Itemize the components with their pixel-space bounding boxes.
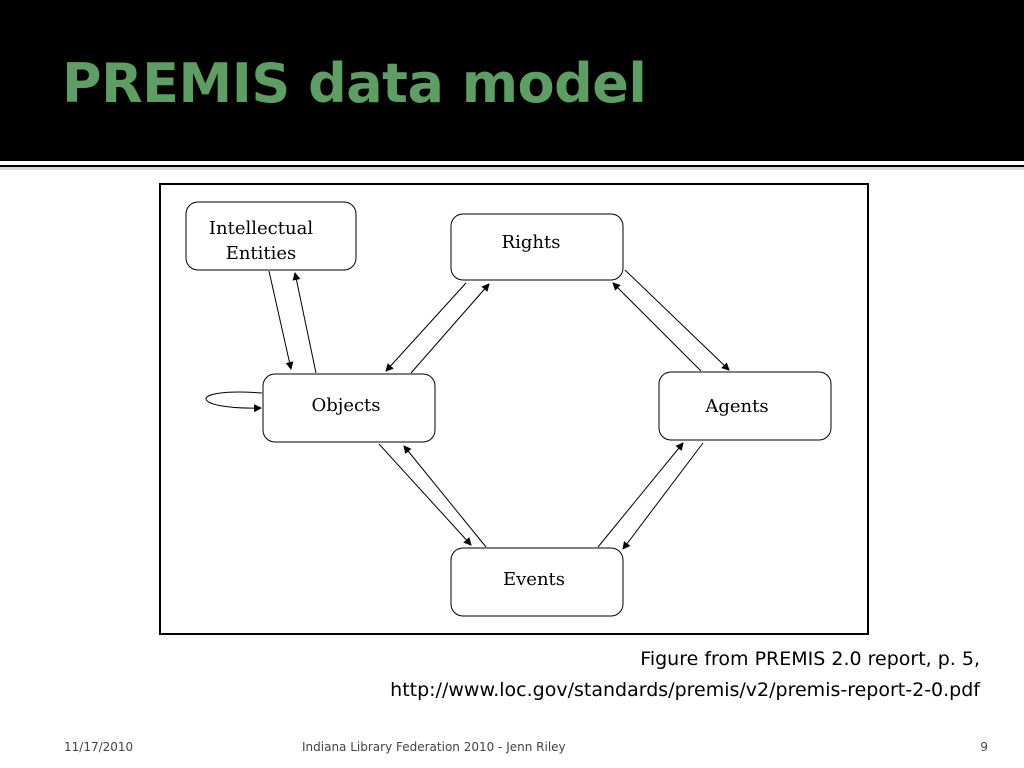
objects-node bbox=[262, 373, 436, 443]
caption-line-1: Figure from PREMIS 2.0 report, p. 5, bbox=[640, 648, 980, 670]
arrow-objects-to-rights bbox=[410, 283, 490, 374]
slide-title: PREMIS data model bbox=[62, 52, 647, 115]
page-number: 9 bbox=[980, 740, 988, 754]
title-bar: PREMIS data model bbox=[0, 0, 1024, 160]
figure-caption: Figure from PREMIS 2.0 report, p. 5, htt… bbox=[390, 644, 980, 706]
rights-label: Rights bbox=[502, 232, 561, 253]
arrow-objects-to-events bbox=[378, 443, 472, 546]
agents-node bbox=[658, 371, 832, 441]
agents-label: Agents bbox=[704, 396, 768, 417]
footer-presenter: Indiana Library Federation 2010 - Jenn R… bbox=[302, 740, 566, 754]
intellectual-entities-label-1: Intellectual bbox=[209, 218, 313, 239]
arrow-rights-to-agents bbox=[624, 269, 730, 371]
arrow-agents-to-rights bbox=[612, 282, 702, 372]
intellectual-entities-label-2: Entities bbox=[226, 243, 297, 264]
premis-figure: Intellectual Entities Rights Objects Age… bbox=[159, 183, 869, 635]
objects-label: Objects bbox=[311, 395, 380, 416]
objects-self-loop bbox=[205, 391, 263, 413]
arrow-events-to-objects bbox=[403, 445, 487, 548]
rights-node bbox=[450, 213, 624, 281]
arrow-ie-to-objects bbox=[268, 270, 294, 370]
arrow-rights-to-objects bbox=[385, 282, 467, 372]
events-node bbox=[450, 547, 624, 617]
arrow-events-to-agents bbox=[597, 442, 684, 548]
divider-top bbox=[0, 161, 1024, 165]
premis-diagram: Intellectual Entities Rights Objects Age… bbox=[185, 201, 832, 617]
arrow-agents-to-events bbox=[622, 442, 704, 550]
divider-bottom bbox=[0, 167, 1024, 170]
arrow-objects-to-ie bbox=[292, 272, 317, 374]
footer-date: 11/17/2010 bbox=[64, 740, 134, 754]
events-label: Events bbox=[503, 569, 565, 590]
intellectual-entities-node bbox=[185, 201, 357, 271]
caption-line-2: http://www.loc.gov/standards/premis/v2/p… bbox=[390, 679, 980, 701]
